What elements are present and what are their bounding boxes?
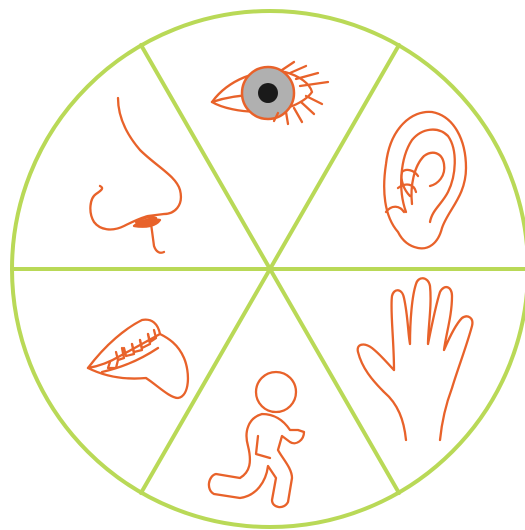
ear-icon [384, 112, 466, 249]
eye-icon [212, 62, 328, 124]
running-person-icon [209, 372, 304, 507]
mouth-tongue-icon [88, 320, 188, 398]
nose-icon [90, 98, 181, 253]
hand-icon [358, 278, 473, 440]
